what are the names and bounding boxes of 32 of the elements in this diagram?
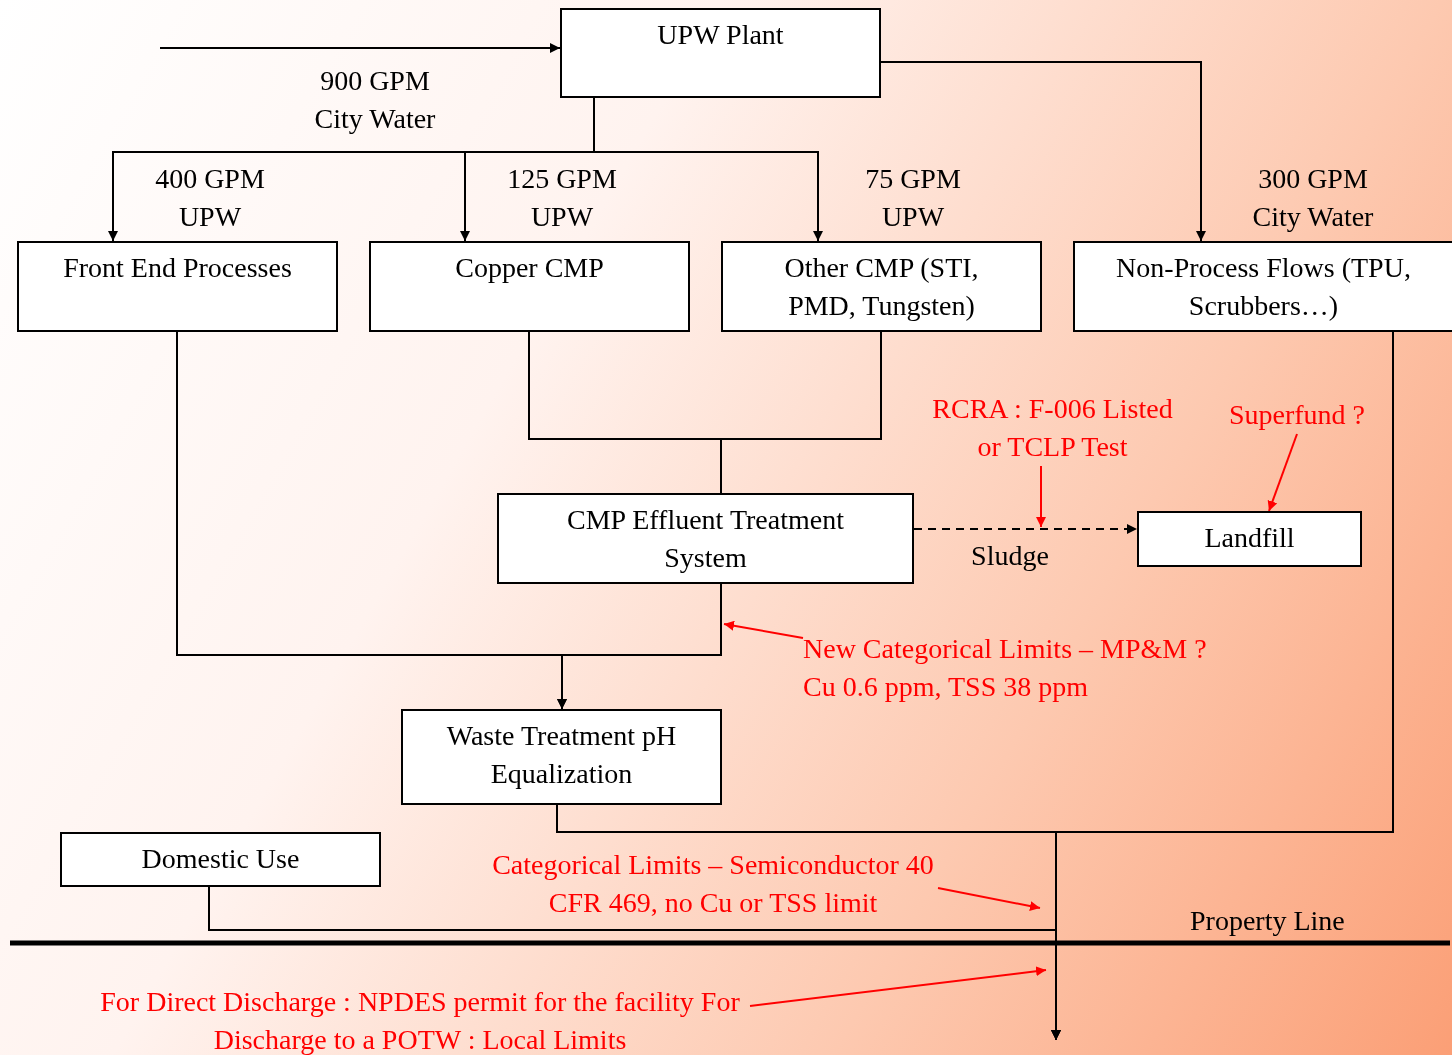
process-box: Waste Treatment pH Equalization xyxy=(401,709,722,805)
edge-label: Sludge xyxy=(970,539,1050,573)
arrow xyxy=(208,886,1061,1041)
arrow xyxy=(593,97,823,242)
annotation-text: For Direct Discharge : NPDES permit for the facility For Discharge to a POTW : Local Limits xyxy=(90,983,750,1055)
edge-label: 75 GPM UPW xyxy=(864,162,962,234)
annotation-text: New Categorical Limits – MP&M ? Cu 0.6 ppm, TSS 38 ppm xyxy=(803,630,1243,706)
annotation-text: Superfund ? xyxy=(1212,396,1382,434)
process-box: Landfill xyxy=(1137,511,1362,567)
annotation-text: RCRA : F-006 Listed or TCLP Test xyxy=(920,390,1185,466)
edge-label: 300 GPM City Water xyxy=(1251,162,1375,234)
boundary-label: Property Line xyxy=(1190,904,1345,938)
arrow xyxy=(176,331,567,710)
edge-label: 900 GPM City Water xyxy=(313,64,437,136)
leader-line xyxy=(1267,433,1298,512)
process-box: Other CMP (STI, PMD, Tungsten) xyxy=(721,241,1042,332)
edge-label: 400 GPM UPW xyxy=(154,162,266,234)
process-box: UPW Plant xyxy=(560,8,881,98)
leader-line xyxy=(749,966,1047,1007)
process-box: Front End Processes xyxy=(17,241,338,332)
arrow xyxy=(159,43,561,53)
edge-label: 125 GPM UPW xyxy=(506,162,618,234)
arrow xyxy=(880,61,1206,242)
process-box: Copper CMP xyxy=(369,241,690,332)
process-box: CMP Effluent Treatment System xyxy=(497,493,914,584)
process-box: Domestic Use xyxy=(60,832,381,887)
annotation-text: Categorical Limits – Semiconductor 40 CFR 469, no Cu or TSS limit xyxy=(488,846,938,922)
leader-line xyxy=(1036,465,1046,528)
arrow xyxy=(913,524,1138,534)
process-box: Non-Process Flows (TPU, Scrubbers…) xyxy=(1073,241,1452,332)
leader-line xyxy=(723,620,804,639)
leader-line xyxy=(937,887,1041,911)
